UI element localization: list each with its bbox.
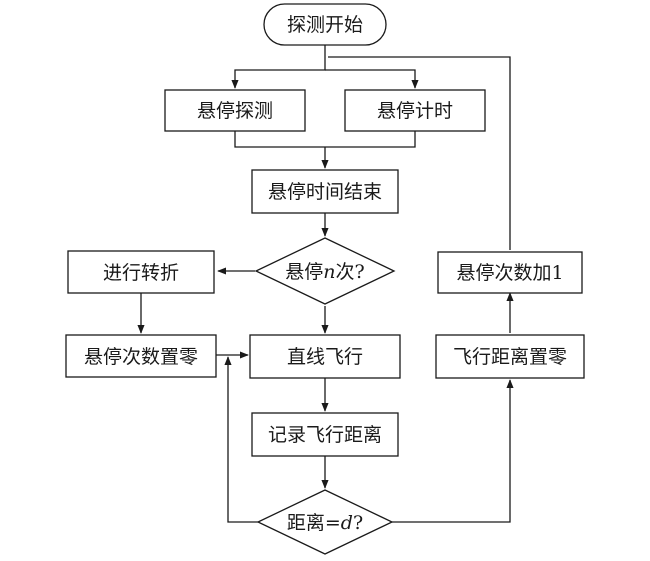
node-decision-d-label: 距离=d?	[287, 512, 363, 534]
edge-merge	[234, 131, 416, 148]
decision-d-suffix: ?	[353, 512, 363, 534]
node-start-label: 探测开始	[287, 14, 363, 36]
node-start: 探测开始	[263, 3, 387, 46]
node-hover-timer-label: 悬停计时	[377, 100, 453, 122]
decision-d-variable: d	[341, 512, 353, 534]
node-reset-hover-count: 悬停次数置零	[65, 334, 217, 378]
node-hover-end-label: 悬停时间结束	[268, 181, 382, 203]
decision-n-prefix: 悬停	[285, 261, 323, 283]
node-record-distance: 记录飞行距离	[251, 412, 399, 457]
edge-split-to-timer	[325, 69, 419, 89]
node-decision-n: 悬停n次?	[254, 237, 396, 305]
edge-start-to-split	[231, 45, 326, 89]
node-hover-detect: 悬停探测	[164, 89, 306, 132]
decision-d-prefix: 距离=	[287, 512, 341, 534]
edge-plus-to-start	[328, 56, 511, 250]
node-decision-d: 距离=d?	[256, 489, 394, 555]
node-hover-detect-label: 悬停探测	[197, 100, 273, 122]
node-fly-straight-label: 直线飞行	[287, 346, 363, 368]
node-record-distance-label: 记录飞行距离	[268, 424, 382, 446]
node-reset-distance: 飞行距离置零	[435, 334, 585, 379]
node-reset-hover-count-label: 悬停次数置零	[84, 346, 198, 368]
node-hover-count-plus-label: 悬停次数加1	[456, 262, 563, 284]
node-reset-distance-label: 飞行距离置零	[453, 346, 567, 368]
edges	[137, 45, 514, 523]
node-decision-n-label: 悬停n次?	[285, 261, 364, 283]
node-turn-label: 进行转折	[103, 262, 179, 284]
node-hover-end: 悬停时间结束	[251, 169, 399, 214]
node-hover-timer: 悬停计时	[344, 89, 486, 132]
node-hover-count-plus: 悬停次数加1	[437, 251, 583, 294]
decision-n-suffix: 次?	[336, 261, 365, 283]
node-turn: 进行转折	[67, 250, 215, 294]
node-fly-straight: 直线飞行	[249, 334, 401, 379]
edge-decision-d-loop-left	[224, 356, 258, 523]
decision-n-variable: n	[323, 261, 335, 283]
edge-decision-d-to-reset-distance	[392, 379, 514, 523]
